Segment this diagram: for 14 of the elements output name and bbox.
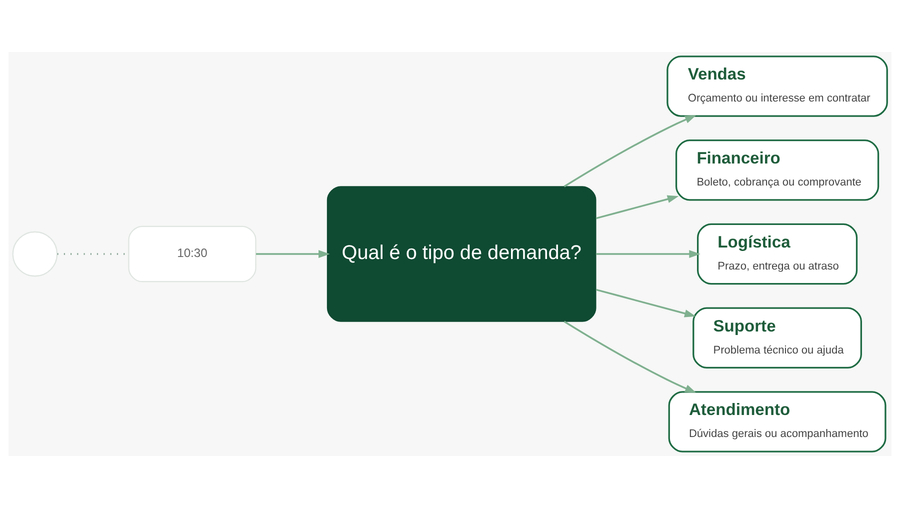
node-box: Qual é o tipo de demanda?	[326, 186, 596, 322]
node-circle	[12, 230, 58, 276]
node-box: Logística Prazo, entrega ou atraso	[696, 222, 858, 284]
arrow	[564, 114, 696, 187]
node-box: Atendimento Dúvidas gerais ou acompanhamento	[668, 390, 886, 452]
arrow	[596, 288, 696, 317]
arrow	[596, 250, 700, 258]
node-box: Suporte Problema técnico ou ajuda	[692, 306, 862, 368]
node-box: Vendas Orçamento ou interesse em contratar	[666, 55, 888, 116]
node-box: 10:30	[128, 225, 256, 282]
arrow	[564, 320, 696, 392]
node-box: Financeiro Boleto, cobrança ou comprovante	[675, 138, 880, 200]
arrow	[596, 194, 679, 219]
arrow	[256, 250, 330, 258]
